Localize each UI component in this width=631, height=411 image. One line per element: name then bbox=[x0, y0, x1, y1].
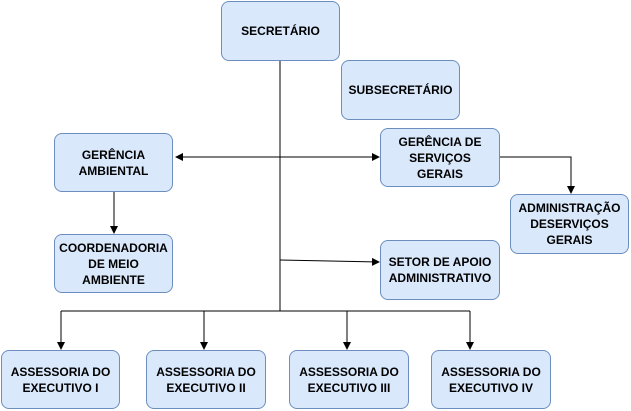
node-setor-apoio-administrativo[interactable]: SETOR DE APOIO ADMINISTRATIVO bbox=[380, 240, 500, 300]
node-subsecretario[interactable]: SUBSECRETÁRIO bbox=[341, 60, 460, 120]
node-assessoria-executivo-1[interactable]: ASSESSORIA DO EXECUTIVO I bbox=[1, 350, 120, 409]
edge-to-administracao bbox=[500, 156, 575, 194]
node-assessoria-executivo-3[interactable]: ASSESSORIA DO EXECUTIVO III bbox=[289, 350, 409, 409]
node-coordenadoria-meio-ambiente[interactable]: COORDENADORIA DE MEIO AMBIENTE bbox=[54, 234, 173, 293]
node-gerencia-servicos-gerais[interactable]: GERÊNCIA DE SERVIÇOS GERAIS bbox=[380, 128, 500, 187]
node-assessoria-executivo-4[interactable]: ASSESSORIA DO EXECUTIVO IV bbox=[431, 350, 551, 409]
edge-to-setor-apoio bbox=[279, 257, 380, 266]
node-secretario[interactable]: SECRETÁRIO bbox=[221, 1, 340, 61]
node-assessoria-executivo-2[interactable]: ASSESSORIA DO EXECUTIVO II bbox=[146, 350, 266, 409]
node-gerencia-ambiental[interactable]: GERÊNCIA AMBIENTAL bbox=[54, 133, 173, 192]
node-administracao-servicos-gerais[interactable]: ADMINISTRAÇÃO DESERVIÇOS GERAIS bbox=[510, 194, 629, 254]
